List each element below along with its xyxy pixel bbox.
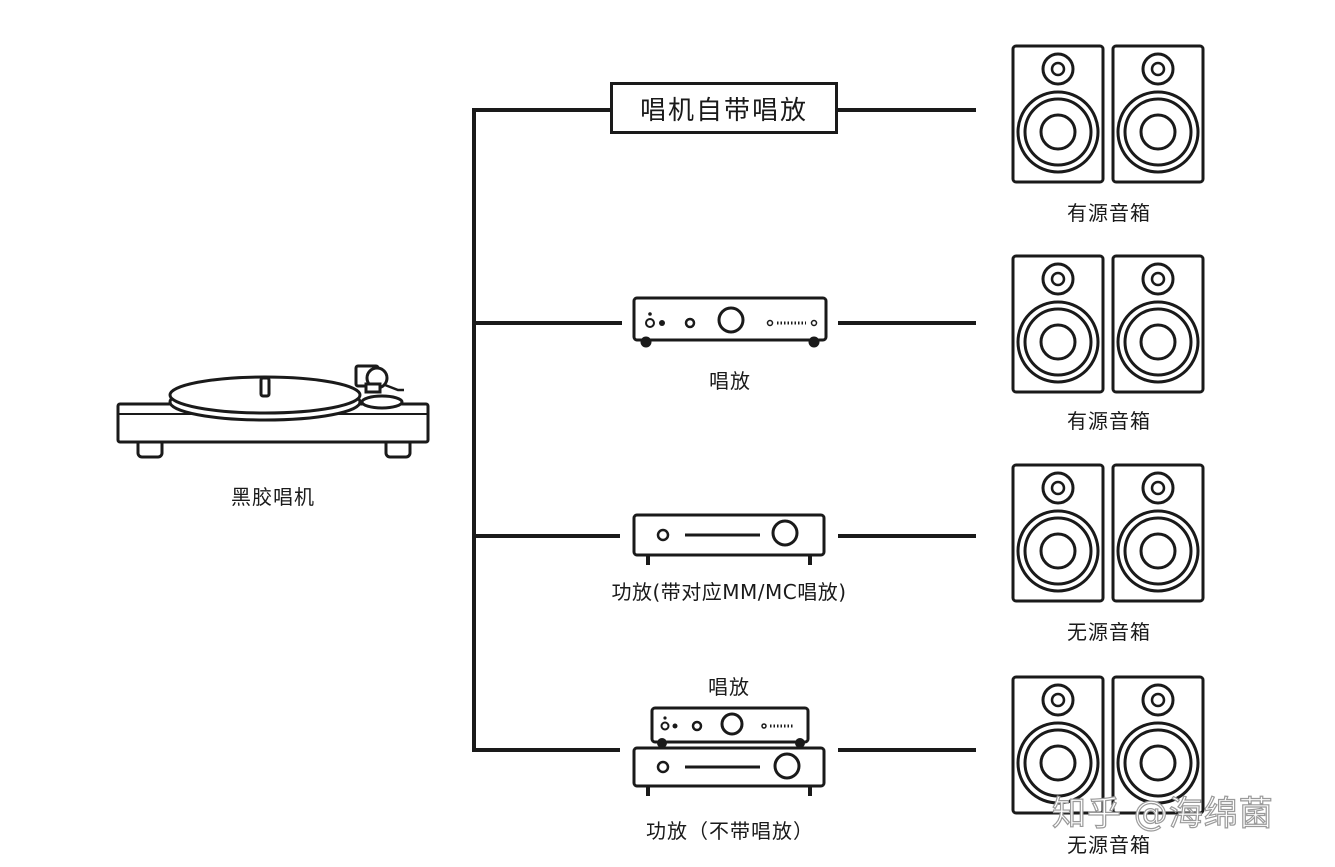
speaker-label-4: 无源音箱 bbox=[1067, 833, 1151, 857]
amplifier-icon bbox=[632, 513, 826, 565]
amplifier-label: 功放(带对应MM/MC唱放) bbox=[611, 580, 847, 604]
speaker-label-2: 有源音箱 bbox=[1067, 409, 1151, 433]
speaker-icon bbox=[1111, 44, 1205, 184]
turntable-label: 黑胶唱机 bbox=[231, 485, 315, 509]
speaker-label-1: 有源音箱 bbox=[1067, 201, 1151, 225]
phono-preamp-label: 唱放 bbox=[709, 369, 751, 393]
speaker-label-3: 无源音箱 bbox=[1067, 620, 1151, 644]
speaker-icon bbox=[1111, 254, 1205, 394]
watermark: 知乎 @海绵菌 bbox=[1051, 793, 1274, 834]
phono-preamp-icon bbox=[632, 296, 828, 348]
builtin-preamp-box: 唱机自带唱放 bbox=[610, 82, 838, 134]
speaker-pair-3 bbox=[1011, 463, 1205, 603]
speaker-pair-1 bbox=[1011, 44, 1205, 184]
stacked-preamp-label: 唱放 bbox=[708, 675, 750, 699]
speaker-icon bbox=[1011, 254, 1105, 394]
wiring bbox=[472, 108, 976, 752]
speaker-pair-2 bbox=[1011, 254, 1205, 394]
stacked-preamp-amplifier-icon bbox=[632, 706, 826, 796]
speaker-icon bbox=[1011, 44, 1105, 184]
stacked-amplifier-label: 功放（不带唱放） bbox=[646, 819, 814, 843]
turntable-icon bbox=[116, 364, 430, 459]
speaker-icon bbox=[1111, 463, 1205, 603]
speaker-icon bbox=[1011, 463, 1105, 603]
